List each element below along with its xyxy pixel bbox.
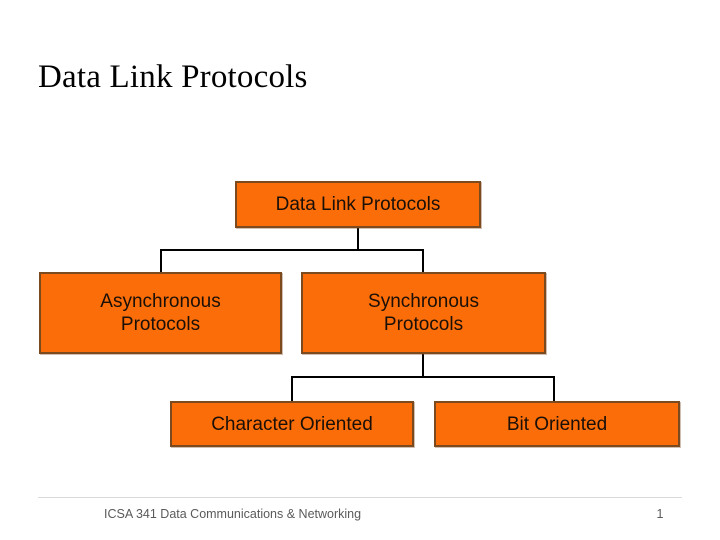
connector-root-stem bbox=[357, 228, 359, 251]
footer-course-text: ICSA 341 Data Communications & Networkin… bbox=[104, 507, 362, 521]
connector-drop-character-oriented bbox=[291, 376, 293, 402]
connector-drop-synchronous bbox=[422, 249, 424, 273]
node-asynchronous-protocols[interactable]: Asynchronous Protocols bbox=[39, 272, 282, 354]
connector-drop-bit-oriented bbox=[553, 376, 555, 402]
node-synchronous-protocols[interactable]: Synchronous Protocols bbox=[301, 272, 546, 354]
node-label: Synchronous Protocols bbox=[368, 291, 479, 335]
connector-synchronous-stem bbox=[422, 354, 424, 378]
connector-drop-asynchronous bbox=[160, 249, 162, 273]
data-link-protocols-tree-diagram: Data Link Protocols Asynchronous Protoco… bbox=[39, 181, 680, 447]
footer-page-number: 1 bbox=[656, 507, 664, 521]
slide-footer: ICSA 341 Data Communications & Networkin… bbox=[0, 497, 720, 540]
page-title: Data Link Protocols bbox=[38, 59, 308, 95]
node-bit-oriented[interactable]: Bit Oriented bbox=[434, 401, 680, 447]
connector-level1-horizontal bbox=[160, 249, 424, 251]
footer-divider bbox=[38, 497, 682, 498]
node-label: Character Oriented bbox=[211, 413, 373, 435]
node-data-link-protocols[interactable]: Data Link Protocols bbox=[235, 181, 481, 228]
node-label: Data Link Protocols bbox=[275, 194, 441, 215]
node-label: Bit Oriented bbox=[506, 413, 608, 435]
node-label: Asynchronous Protocols bbox=[100, 291, 221, 335]
connector-level2-horizontal bbox=[291, 376, 555, 378]
node-character-oriented[interactable]: Character Oriented bbox=[170, 401, 414, 447]
